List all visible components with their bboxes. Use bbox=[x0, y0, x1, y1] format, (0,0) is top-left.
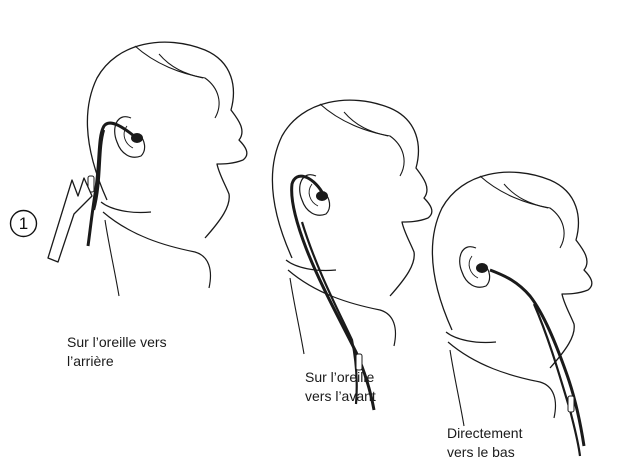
caption-line: Sur l’oreille vers bbox=[67, 333, 167, 352]
cable-clip bbox=[568, 396, 574, 412]
caption-over-ear-back: Sur l’oreille vers l’arrière bbox=[67, 333, 167, 371]
caption-line: l’arrière bbox=[67, 352, 167, 371]
caption-line: Directement bbox=[447, 424, 522, 443]
caption-over-ear-front: Sur l’oreille vers l’avant bbox=[305, 368, 376, 406]
caption-straight-down: Directement vers le bas bbox=[447, 424, 522, 462]
figure-over-ear-back bbox=[48, 42, 247, 296]
figure-straight-down bbox=[433, 172, 592, 456]
upward-arrow-icon bbox=[48, 178, 92, 262]
figure-over-ear-front bbox=[273, 100, 432, 410]
caption-line: vers le bas bbox=[447, 443, 522, 462]
earphone-cable bbox=[88, 123, 134, 246]
caption-line: Sur l’oreille bbox=[305, 368, 376, 387]
earphone-cable bbox=[490, 270, 584, 446]
step-number-badge: 1 bbox=[9, 209, 38, 238]
caption-line: vers l’avant bbox=[305, 387, 376, 406]
step-number: 1 bbox=[9, 209, 38, 238]
